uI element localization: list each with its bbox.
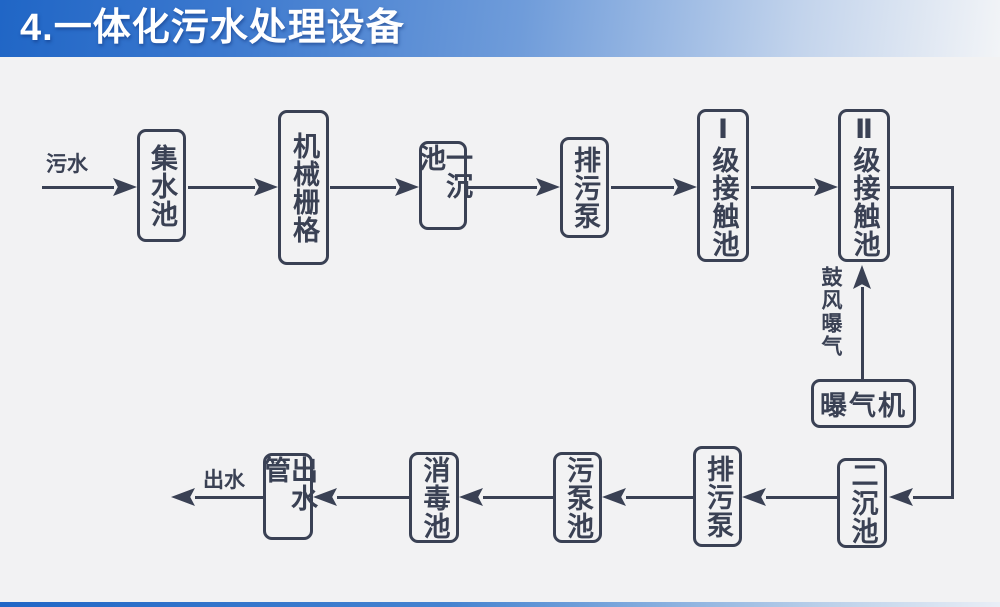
node-sludge-pump-tank: 污泵池 xyxy=(553,452,602,543)
node-sewage-pump-bottom: 排污泵 xyxy=(693,446,742,547)
arrow-line xyxy=(483,496,553,499)
arrow-line xyxy=(188,186,255,189)
node-level1-contact-tank: Ⅰ级接触池 xyxy=(697,109,749,262)
aeration-mode-label: 鼓风曝气 xyxy=(819,266,842,358)
flow-diagram: 污水 集水池 机械栅格 一沉池 排污泵 Ⅰ级接触池 Ⅱ级接触池 鼓风曝气 曝气机… xyxy=(0,57,1000,602)
bottom-accent-bar xyxy=(0,602,1000,607)
arrowhead-left-icon xyxy=(889,488,913,506)
arrowhead-left-icon xyxy=(742,488,766,506)
node-secondary-sedimentation-tank: 二沉池 xyxy=(837,458,887,548)
page-title: 4.一体化污水处理设备 xyxy=(20,7,405,49)
elbow-line-top xyxy=(890,186,954,189)
arrowhead-up-icon xyxy=(853,265,871,289)
node-outlet-pipe: 出水管 xyxy=(260,453,317,540)
node-primary-sedimentation-tank: 一沉池 xyxy=(415,141,472,230)
arrowhead-left-icon xyxy=(459,488,483,506)
node-disinfection-tank: 消毒池 xyxy=(409,452,459,543)
arrow-line xyxy=(626,496,693,499)
node-level2-contact-tank: Ⅱ级接触池 xyxy=(838,109,890,262)
arrowhead-right-icon xyxy=(254,178,278,196)
outflow-label: 出水 xyxy=(203,469,245,492)
arrowhead-right-icon xyxy=(536,178,560,196)
aeration-arrow-line xyxy=(861,287,864,379)
arrow-line xyxy=(751,186,815,189)
arrow-line xyxy=(195,496,263,499)
arrowhead-right-icon xyxy=(113,178,137,196)
node-sewage-pump-top: 排污泵 xyxy=(560,137,609,238)
arrow-line xyxy=(42,186,114,189)
inflow-label: 污水 xyxy=(46,153,88,176)
arrow-line xyxy=(611,186,674,189)
arrow-line xyxy=(766,496,837,499)
elbow-line-vertical xyxy=(951,186,954,499)
node-mechanical-grid: 机械栅格 xyxy=(278,110,329,265)
arrow-line xyxy=(330,186,396,189)
elbow-line-bottom xyxy=(913,496,954,499)
arrow-line xyxy=(337,496,409,499)
node-collecting-tank: 集水池 xyxy=(137,129,186,242)
arrowhead-right-icon xyxy=(673,178,697,196)
arrowhead-right-icon xyxy=(814,178,838,196)
arrowhead-left-icon xyxy=(602,488,626,506)
node-aerator: 曝气机 xyxy=(811,379,916,428)
arrowhead-left-icon xyxy=(171,488,195,506)
arrow-line xyxy=(468,186,537,189)
title-bar: 4.一体化污水处理设备 xyxy=(0,0,1000,57)
